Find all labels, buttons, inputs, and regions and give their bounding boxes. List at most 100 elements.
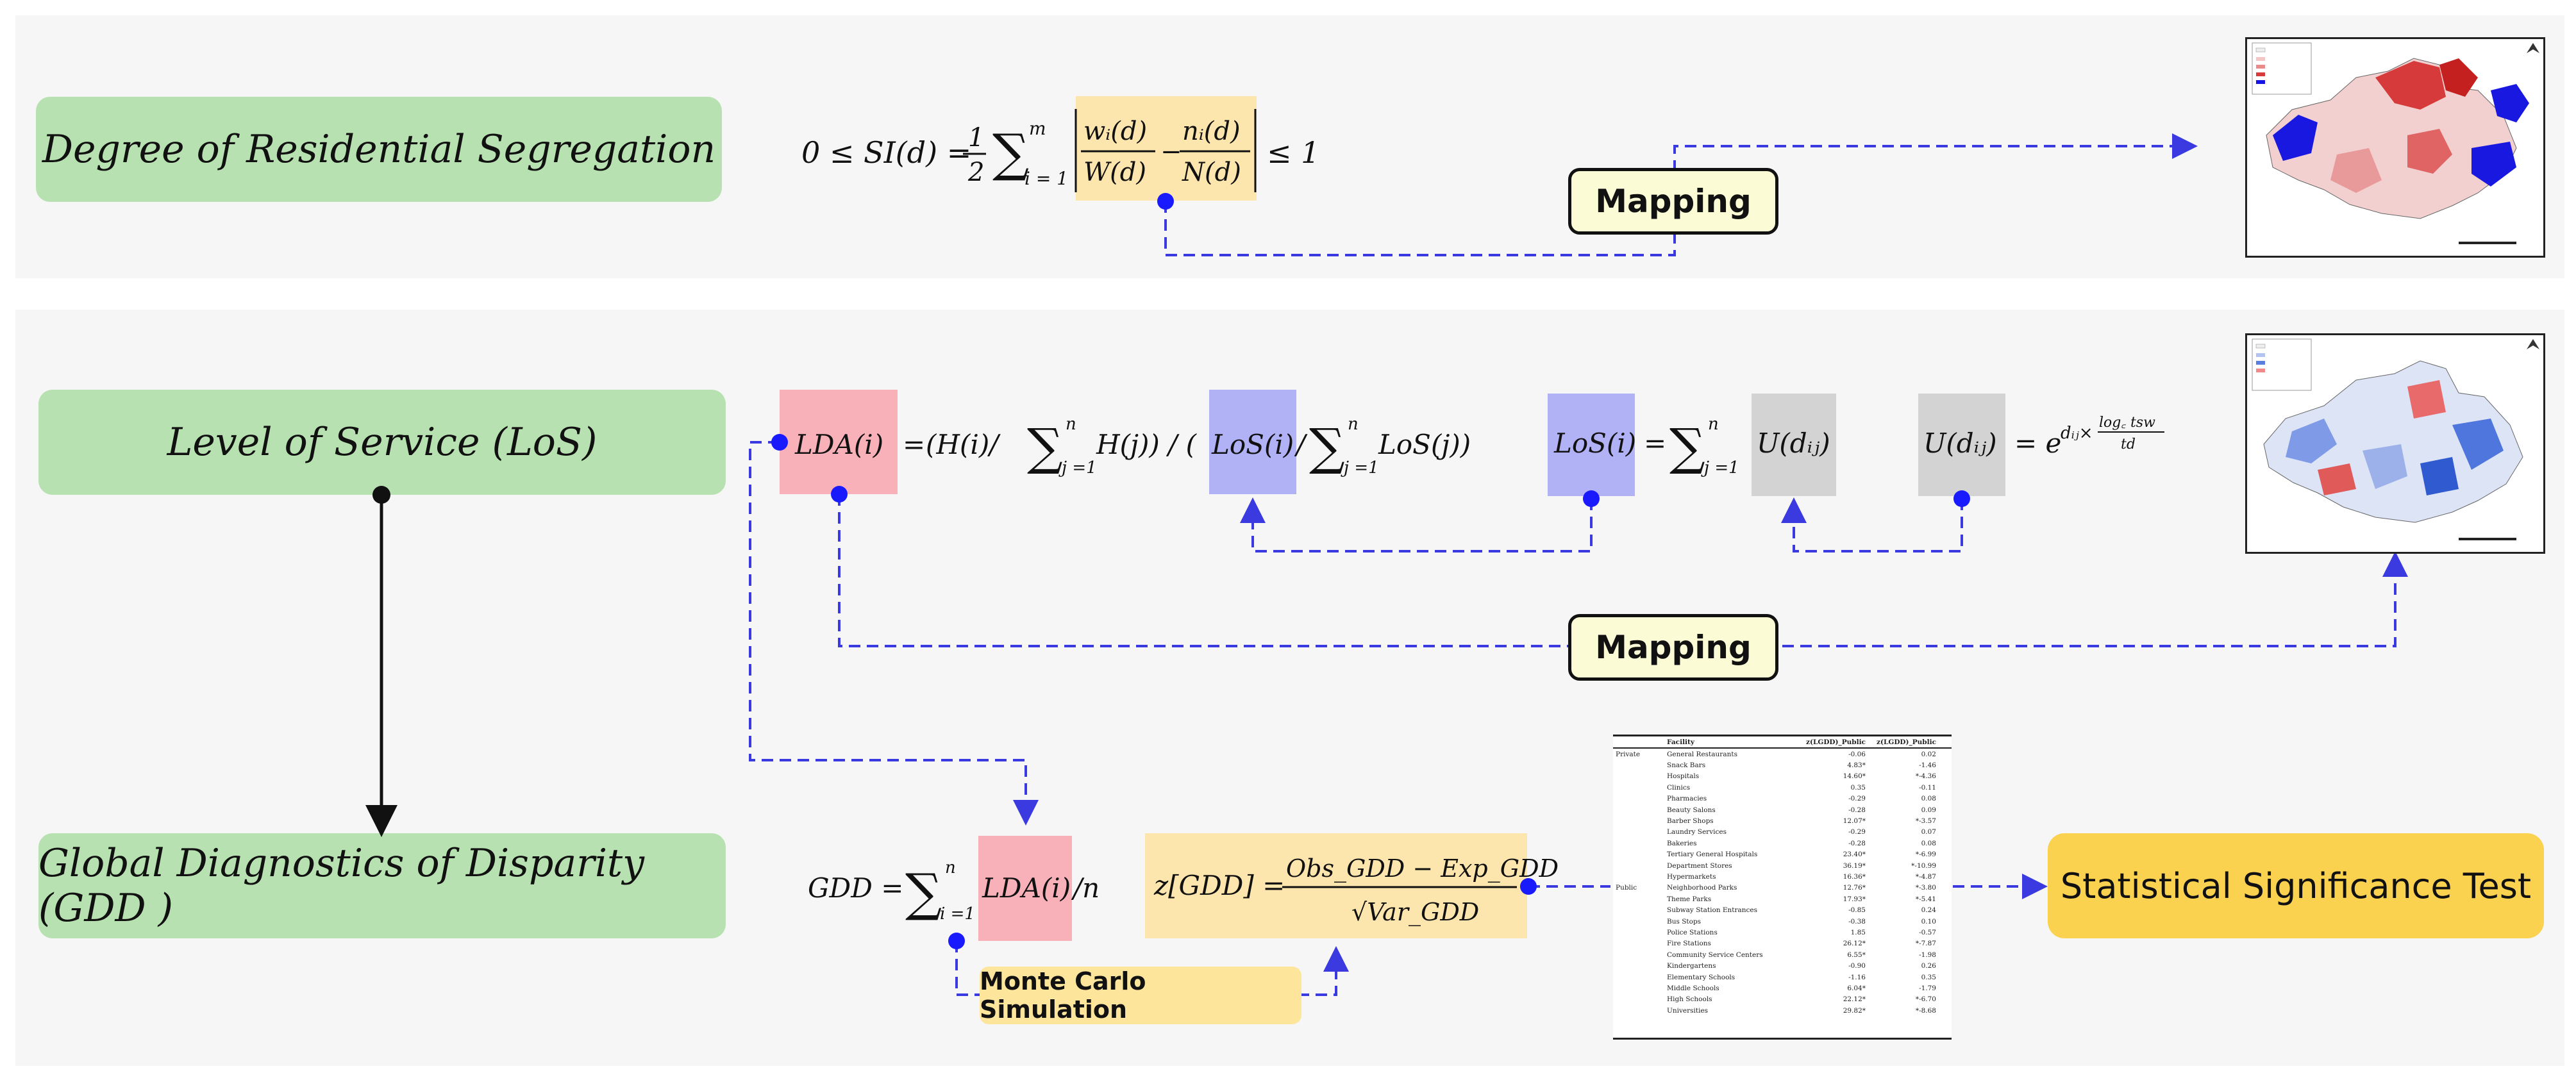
u-frac-num: log꜀ tsw — [2099, 415, 2155, 431]
table-cell: 12.07* — [1843, 817, 1866, 826]
mapping-mid-label: Mapping — [1568, 614, 1778, 681]
table-cell: 0.26 — [1921, 962, 1936, 970]
table-cell: Neighborhood Parks — [1667, 884, 1737, 892]
u-dot — [1953, 490, 1970, 507]
table-cell: High Schools — [1667, 995, 1712, 1004]
table-cell: Department Stores — [1667, 861, 1732, 870]
u-sum-highlight — [1752, 394, 1836, 496]
lda-los: LoS(i) — [1211, 429, 1294, 460]
u-frac-den: td — [2121, 436, 2136, 453]
z-highlight — [1145, 833, 1527, 938]
svg-text:∑: ∑ — [1027, 419, 1063, 476]
lda-bottom-dot — [831, 486, 848, 503]
gdd-sum-bot: i =1 — [940, 904, 975, 924]
table-cell: 0.35 — [1850, 783, 1866, 792]
gdd-lhs: GDD = — [808, 872, 903, 904]
si-formula: 0 ≤ SI(d) = 1 2 ∑ m i = 1 wᵢ(d) W(d) − n… — [801, 96, 1353, 202]
lda-part4: LoS(j)) — [1378, 429, 1471, 460]
table-cell: -0.29 — [1848, 795, 1866, 803]
los-sum-top: n — [1708, 415, 1719, 434]
table-cell: Barber Shops — [1667, 817, 1714, 826]
svg-text:∑: ∑ — [1669, 419, 1705, 476]
table-cell: Middle Schools — [1667, 984, 1719, 992]
table-cell: -0.90 — [1848, 962, 1866, 970]
results-table: Facility z(LGDD)_Public z(LGDD)_Public P… — [1613, 735, 1952, 1040]
table-cell: -0.11 — [1919, 783, 1936, 792]
table-cell: Community Service Centers — [1667, 951, 1763, 959]
table-cell: Hypermarkets — [1667, 872, 1716, 881]
los-feedback-connector — [1240, 497, 1593, 552]
table-row: Clinics 0.35 -0.11 — [1613, 782, 1952, 793]
table-cell: -1.46 — [1919, 761, 1936, 770]
table-cell: 17.93* — [1843, 895, 1866, 903]
table-row: Tertiary General Hospitals 23.40* *-6.99 — [1613, 849, 1952, 860]
table-cell: -0.06 — [1848, 750, 1866, 758]
lda-sum2-top: n — [1348, 415, 1359, 434]
table-cell: 0.08 — [1921, 795, 1936, 803]
table-cell: Kindergartens — [1667, 962, 1716, 970]
table-cell: 36.19* — [1843, 861, 1866, 870]
gdd-div: /n — [1071, 872, 1100, 904]
si-f1-den: W(d) — [1083, 158, 1146, 187]
table-cell: Hospitals — [1667, 772, 1700, 781]
table-cell: -1.79 — [1919, 984, 1936, 992]
los-ratio-highlight — [1209, 390, 1296, 494]
u-exp: dᵢⱼ× — [2061, 424, 2093, 443]
table-row: Pharmacies -0.29 0.08 — [1613, 793, 1952, 804]
table-cell: Tertiary General Hospitals — [1667, 851, 1758, 859]
table-cell: 0.07 — [1921, 828, 1936, 836]
u-lhs-highlight — [1918, 394, 2005, 496]
table-cell: 0.35 — [1921, 973, 1936, 981]
los-box: Level of Service (LoS) — [38, 390, 726, 495]
lda-sum1-top: n — [1066, 415, 1076, 434]
z-den: √Var_GDD — [1351, 898, 1479, 927]
lda-sum2-bot: j =1 — [1341, 458, 1379, 478]
table-cell: 0.08 — [1921, 839, 1936, 847]
table-cell: 29.82* — [1843, 1006, 1866, 1015]
table-cell: 23.40* — [1843, 851, 1866, 859]
table-cell: Snack Bars — [1667, 761, 1706, 770]
table-cell: *-8.68 — [1915, 1006, 1936, 1015]
table-cell: Pharmacies — [1667, 795, 1707, 803]
gdd-box: Global Diagnostics of Disparity (GDD ) — [38, 833, 726, 938]
table-cell: 0.10 — [1921, 917, 1936, 926]
u-lhs: U(dᵢⱼ) — [1923, 428, 1997, 459]
table-cell: Public — [1616, 884, 1637, 892]
table-cell: *-6.99 — [1915, 851, 1936, 859]
u-formula: U(dᵢⱼ) = e dᵢⱼ× log꜀ tsw td — [1918, 394, 2187, 496]
table-cell: 16.36* — [1843, 872, 1866, 881]
u-eq: = e — [2014, 428, 2061, 459]
si-sum-bot: i = 1 — [1025, 168, 1068, 189]
los-u: U(dᵢⱼ) — [1757, 428, 1830, 459]
table-cell: Theme Parks — [1667, 895, 1712, 903]
table-cell: General Restaurants — [1667, 750, 1737, 758]
table-cell: 14.60* — [1843, 772, 1866, 781]
lda-part3: / — [1294, 429, 1308, 460]
z-num: Obs_GDD − Exp_GDD — [1286, 854, 1559, 883]
si-half-den: 2 — [967, 158, 984, 187]
gdd-formula: GDD = ∑ n i =1 LDA(i) /n — [808, 833, 1116, 941]
si-minus: − — [1160, 137, 1182, 167]
u-feedback-connector — [1781, 497, 1963, 552]
z-lhs: z[GDD] = — [1153, 870, 1285, 901]
z-dot — [1520, 878, 1537, 895]
table-cell: Clinics — [1667, 783, 1691, 792]
table-cell: -0.38 — [1848, 917, 1866, 926]
svg-text:∑: ∑ — [905, 863, 942, 922]
si-lhs: 0 ≤ SI(d) = — [801, 135, 971, 170]
table-header-cell: z(LGDD)_Public — [1877, 738, 1936, 746]
